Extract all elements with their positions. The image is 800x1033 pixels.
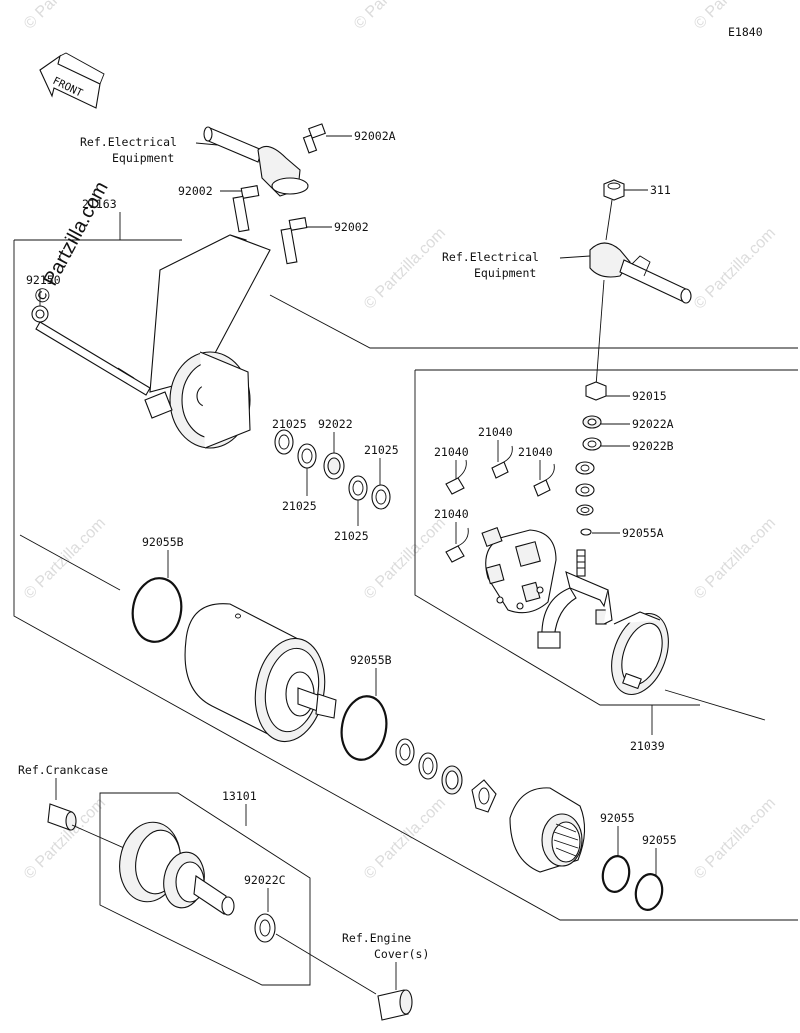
ref-engine-cover: Ref.Engine Cover(s) xyxy=(342,931,429,1021)
label-21040-d: 21040 xyxy=(434,507,469,521)
label-13101: 13101 xyxy=(222,789,257,803)
label-21025-c: 21025 xyxy=(334,529,369,543)
label-92002-b: 92002 xyxy=(334,220,369,234)
watermark: © Partzilla.com xyxy=(21,795,109,883)
cable-2: Ref.Electrical Equipment xyxy=(442,242,692,304)
label-equipment-1: Equipment xyxy=(112,151,174,165)
washer-92022C: 92022C xyxy=(244,873,377,995)
label-21040-b: 21040 xyxy=(478,425,513,439)
label-cover: Cover(s) xyxy=(374,947,429,961)
label-92055-b: 92055 xyxy=(642,833,677,847)
washers-mid xyxy=(395,738,497,813)
label-ref-electrical-2: Ref.Electrical xyxy=(442,250,539,264)
starter-motor-yoke xyxy=(184,603,337,743)
label-92022: 92022 xyxy=(318,417,353,431)
brushes-21040: 21040 21040 21040 21040 xyxy=(434,425,555,563)
label-21025-b: 21025 xyxy=(282,499,317,513)
label-92002-a: 92002 xyxy=(178,184,213,198)
label-21163: 21163 xyxy=(82,197,117,211)
label-21039: 21039 xyxy=(630,739,665,753)
starter-clutch-gear-13101: 13101 xyxy=(119,789,257,916)
outline-frames xyxy=(13,239,798,986)
label-92055B-a: 92055B xyxy=(142,535,184,549)
starter-rear-cover xyxy=(509,787,586,873)
label-equipment-2: Equipment xyxy=(474,266,536,280)
front-arrow: FRONT xyxy=(39,52,105,109)
diagram-code: E1840 xyxy=(728,25,763,39)
watermark: © Partzilla.com xyxy=(351,0,439,33)
watermark: © Partzilla.com xyxy=(691,225,779,313)
brush-holder-ring xyxy=(611,611,669,696)
label-92022B: 92022B xyxy=(632,439,674,453)
label-92022C: 92022C xyxy=(244,873,286,887)
label-92055A: 92055A xyxy=(622,526,664,540)
hardware-stack: 92015 92022A 92022B 92055A xyxy=(575,381,674,540)
watermark: © Partzilla.com xyxy=(361,515,449,603)
orings-92055: 92055 92055 xyxy=(600,811,677,911)
label-ref-engine: Ref.Engine xyxy=(342,931,411,945)
label-92015: 92015 xyxy=(632,389,667,403)
washers-21025: 21025 21025 92022 21025 21025 xyxy=(272,417,399,543)
label-ref-electrical-1: Ref.Electrical xyxy=(80,135,177,149)
label-92055-a: 92055 xyxy=(600,811,635,825)
nut-311: 311 xyxy=(603,179,671,241)
brush-plate xyxy=(481,526,557,614)
label-92022A: 92022A xyxy=(632,417,674,431)
watermark: © Partzilla.com xyxy=(361,225,449,313)
label-92150: 92150 xyxy=(26,273,61,287)
watermark: © Partzilla.com xyxy=(691,795,779,883)
watermark: © Partzilla.com xyxy=(691,515,779,603)
oring-92055B-1: 92055B xyxy=(131,535,184,643)
watermark: © Partzilla.com xyxy=(21,515,109,603)
ref-crankcase: Ref.Crankcase xyxy=(18,763,141,856)
bolts-92002: 92002 92002 xyxy=(178,184,369,265)
label-92002A: 92002A xyxy=(354,129,396,143)
label-311: 311 xyxy=(650,183,671,197)
label-21025-d: 21025 xyxy=(364,443,399,457)
watermark: © Partzilla.com xyxy=(361,795,449,883)
label-21040-a: 21040 xyxy=(434,445,469,459)
label-ref-crankcase: Ref.Crankcase xyxy=(18,763,108,777)
watermark: © Partzilla.com xyxy=(21,0,109,33)
label-21025-a: 21025 xyxy=(272,417,307,431)
label-21040-c: 21040 xyxy=(518,445,553,459)
bolt-92150: 92150 xyxy=(26,273,151,396)
oring-92055B-2: 92055B xyxy=(340,653,392,761)
starter-front-cover xyxy=(144,234,271,449)
bolt-92002A: 92002A xyxy=(302,123,396,154)
brush-holder-21039 xyxy=(537,549,613,649)
label-92055B-b: 92055B xyxy=(350,653,392,667)
cable-1 xyxy=(203,126,309,197)
